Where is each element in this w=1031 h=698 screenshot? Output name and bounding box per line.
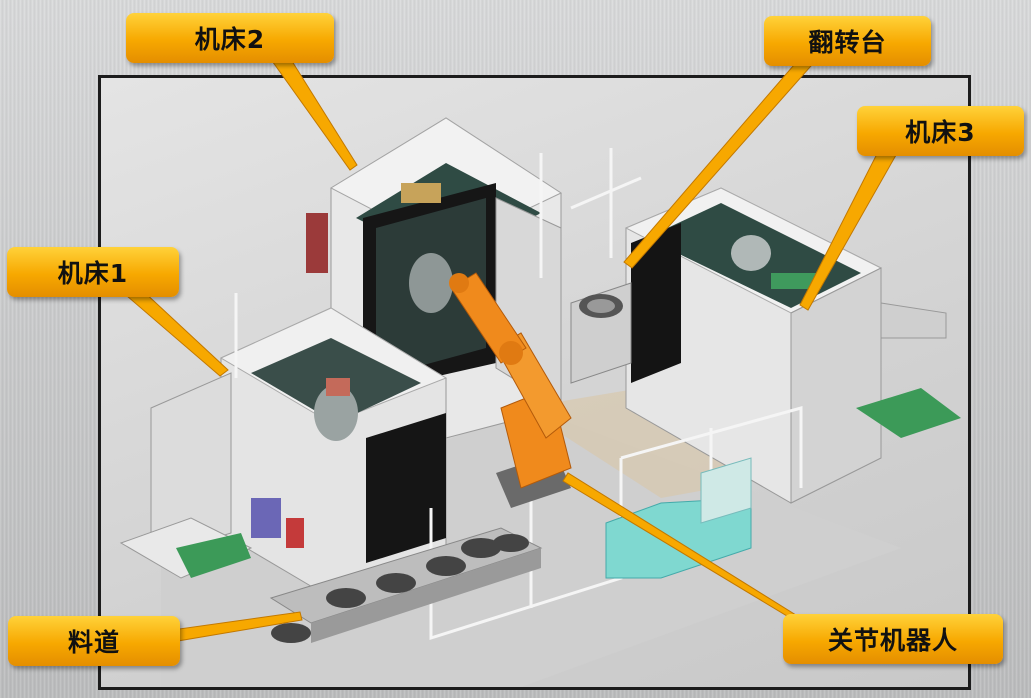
flip-table xyxy=(570,282,632,384)
label-machine-1: 机床1 xyxy=(7,247,179,297)
label-feed-channel: 料道 xyxy=(8,616,180,666)
workcell-illustration xyxy=(119,117,961,687)
joint-robot xyxy=(449,272,572,508)
label-machine-3: 机床3 xyxy=(857,106,1024,156)
label-machine-2: 机床2 xyxy=(126,13,334,63)
label-flip-table: 翻转台 xyxy=(764,16,931,66)
feed-conveyor xyxy=(269,527,543,643)
machine-1 xyxy=(119,307,448,599)
label-joint-robot: 关节机器人 xyxy=(783,614,1003,664)
workcell-render xyxy=(98,75,971,690)
